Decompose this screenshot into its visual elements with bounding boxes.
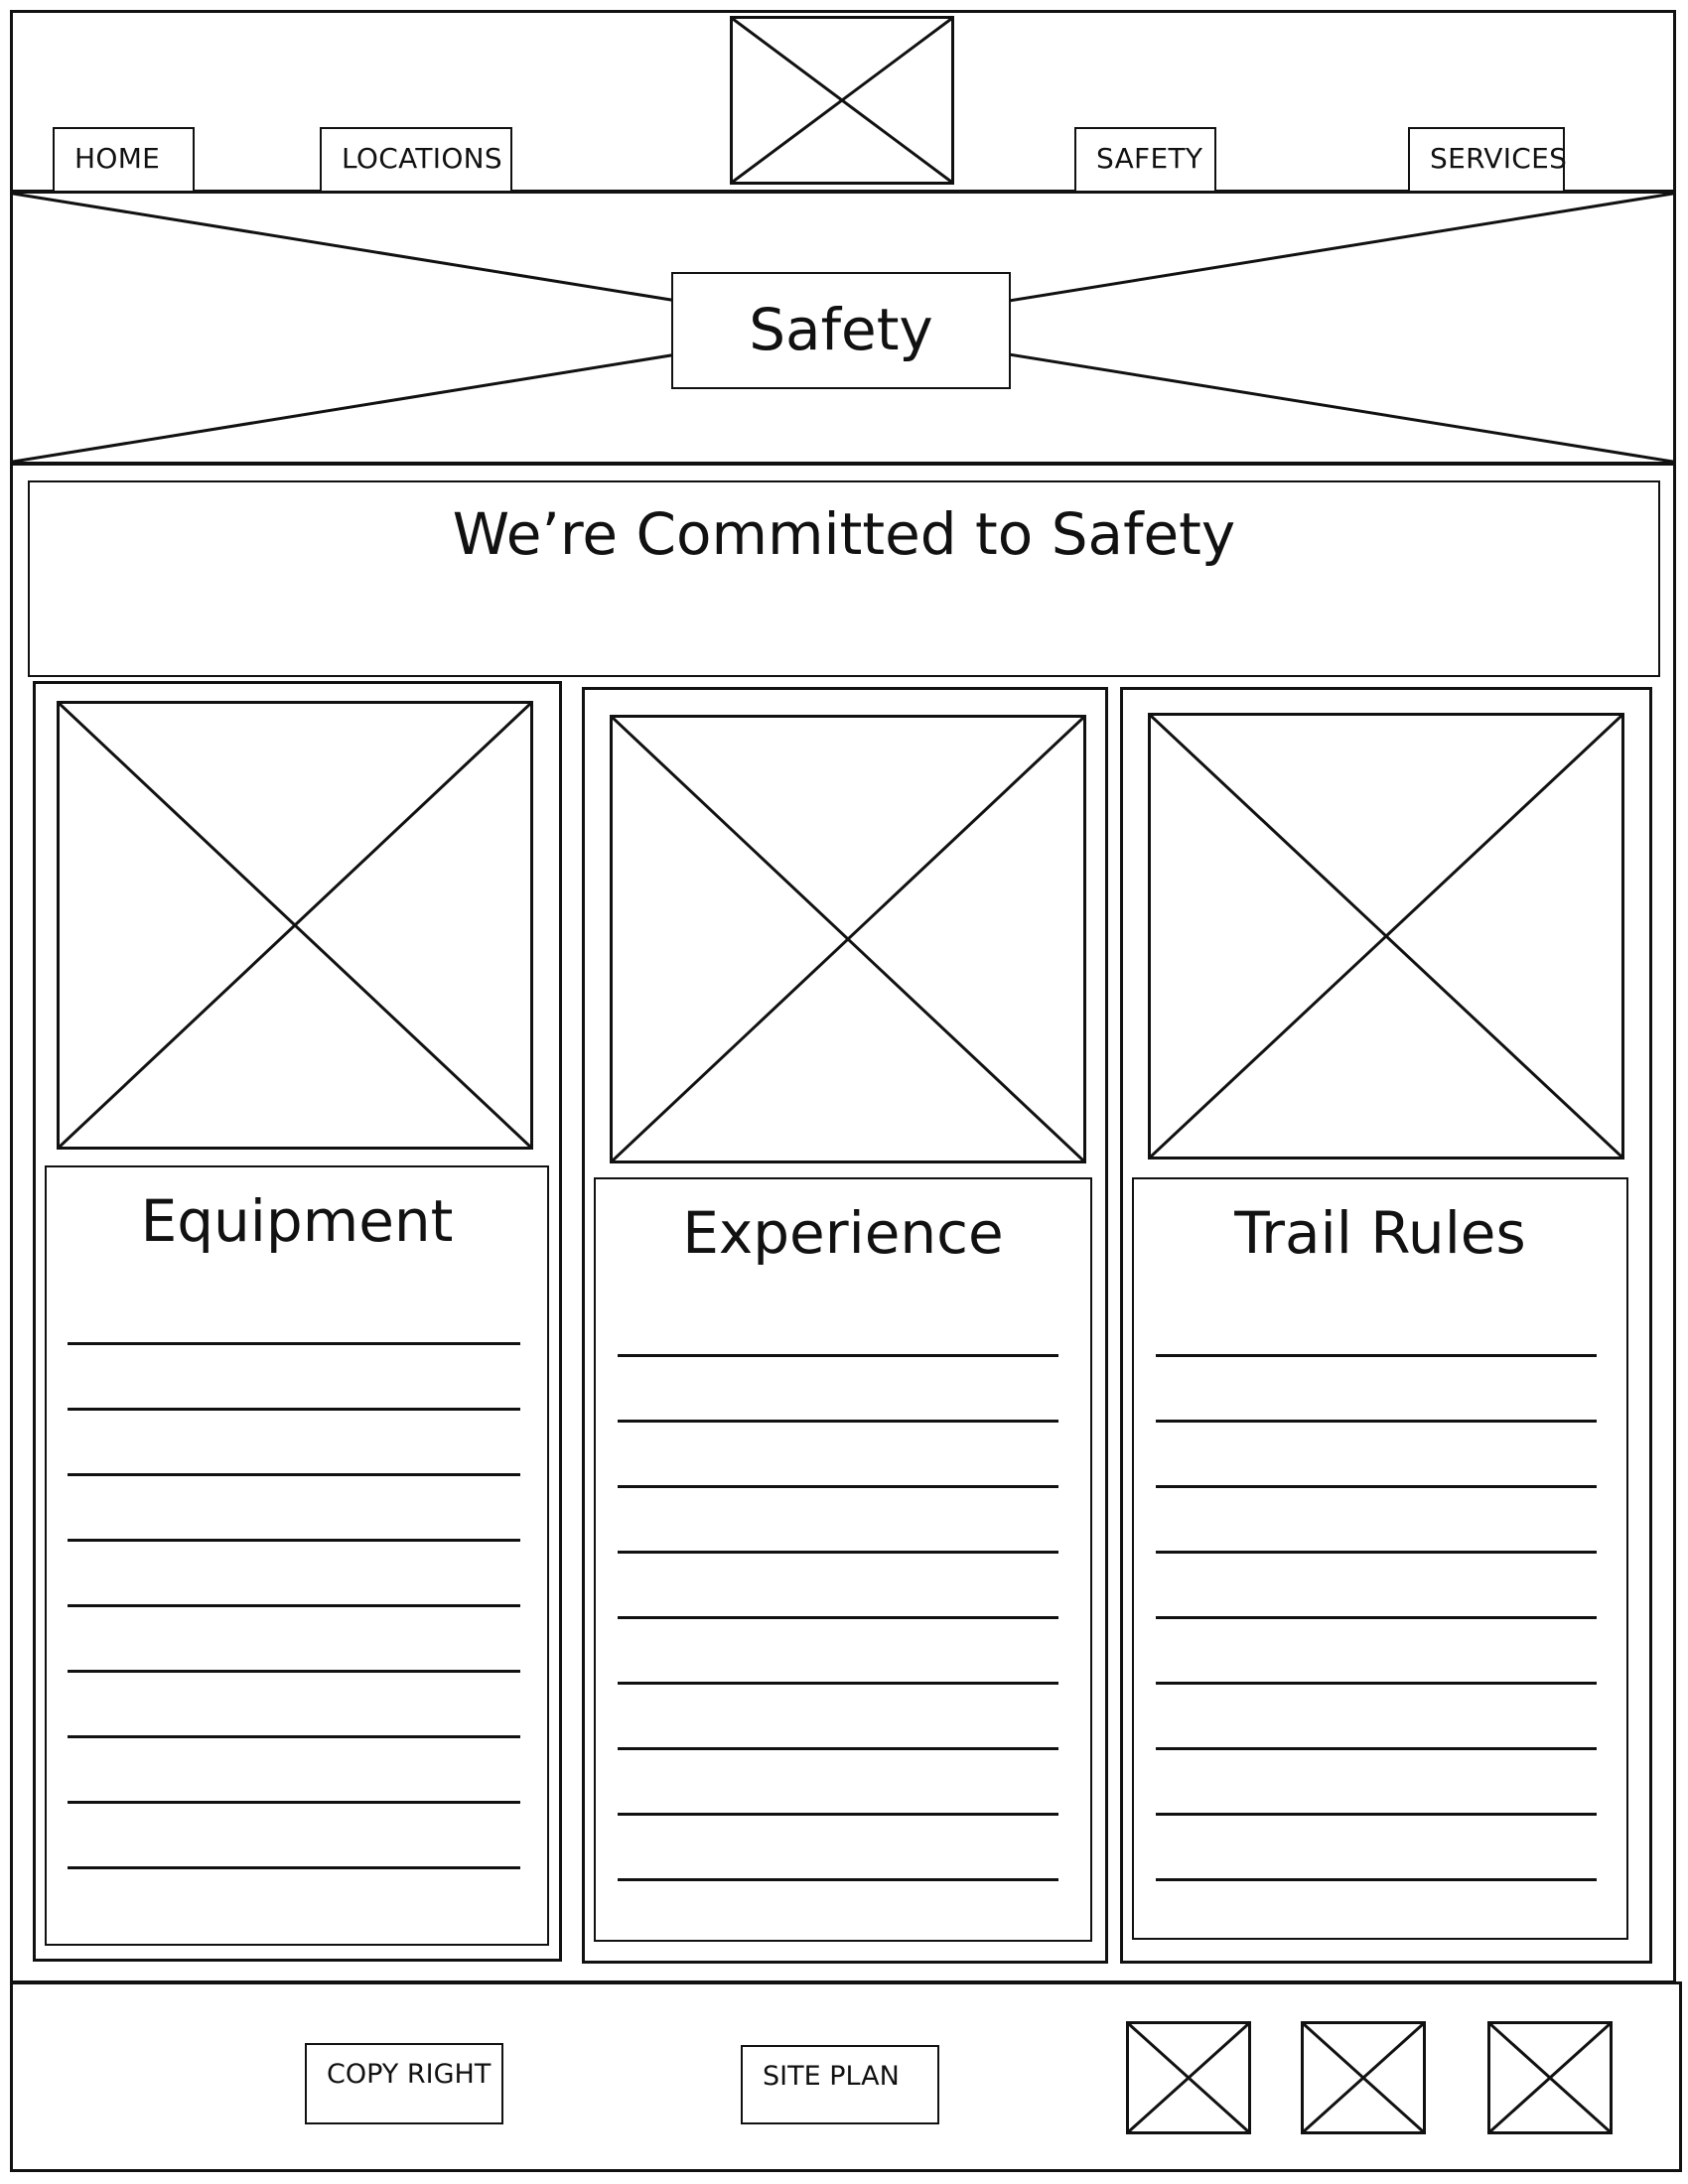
text-line [1156,1551,1597,1554]
footer-site-plan-link[interactable]: SITE PLAN [741,2045,939,2124]
text-line [618,1551,1058,1554]
text-line [1156,1485,1597,1488]
text-line [1156,1616,1597,1619]
text-line [618,1485,1058,1488]
image-placeholder-icon [60,704,530,1147]
text-line [618,1878,1058,1881]
text-line [68,1801,520,1804]
column-trail-rules-title: Trail Rules [1234,1199,1526,1267]
text-line [68,1866,520,1869]
nav-home-button[interactable]: HOME [53,127,195,193]
image-placeholder-icon [1129,2024,1248,2131]
column-experience-text-box: Experience [594,1177,1092,1942]
image-placeholder-icon [1304,2024,1423,2131]
text-line [1156,1682,1597,1685]
text-line [618,1354,1058,1357]
text-line [68,1342,520,1345]
text-line [1156,1813,1597,1816]
logo-image-placeholder[interactable] [730,16,954,185]
column-equipment-image[interactable] [57,701,533,1150]
nav-safety-button[interactable]: SAFETY [1074,127,1216,193]
text-line [1156,1878,1597,1881]
social-icon-1[interactable] [1126,2021,1251,2134]
column-experience-title: Experience [682,1199,1004,1267]
text-line [1156,1354,1597,1357]
text-line [1156,1420,1597,1423]
text-line [618,1813,1058,1816]
text-line [618,1616,1058,1619]
text-line [1156,1747,1597,1750]
social-icon-3[interactable] [1487,2021,1613,2134]
text-line [68,1408,520,1411]
column-equipment-title: Equipment [140,1187,454,1255]
hero-title: Safety [671,272,1011,389]
nav-locations-button[interactable]: LOCATIONS [320,127,512,193]
text-line [68,1473,520,1476]
image-placeholder-icon [733,19,951,182]
text-line [618,1747,1058,1750]
footer-copyright-link[interactable]: COPY RIGHT [305,2043,503,2124]
text-line [618,1420,1058,1423]
text-line [68,1539,520,1542]
column-experience-image[interactable] [610,715,1086,1163]
text-line [68,1604,520,1607]
nav-services-button[interactable]: SERVICES [1408,127,1567,193]
column-equipment-text-box: Equipment [45,1165,549,1946]
column-trail-rules-image[interactable] [1148,713,1624,1160]
text-line [68,1735,520,1738]
image-placeholder-icon [1151,716,1621,1157]
image-placeholder-icon [1490,2024,1610,2131]
social-icon-2[interactable] [1301,2021,1426,2134]
text-line [618,1682,1058,1685]
image-placeholder-icon [613,718,1083,1160]
text-line [68,1670,520,1673]
column-trail-rules-text-box: Trail Rules [1132,1177,1628,1940]
section-banner-title: We’re Committed to Safety [28,480,1660,677]
